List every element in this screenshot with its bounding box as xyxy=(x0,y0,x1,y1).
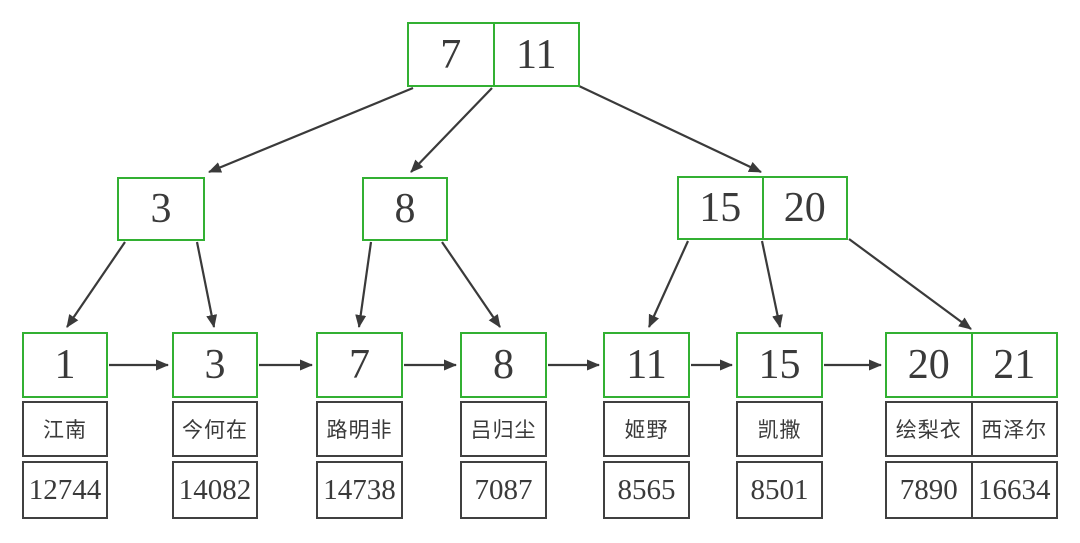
edge-root-to-node3 xyxy=(208,86,414,174)
leaf-key: 11 xyxy=(626,342,667,388)
leaf-value: 8565 xyxy=(617,473,676,506)
edge-node3-to-leaf1 xyxy=(66,241,126,328)
leaf-key: 20 xyxy=(907,342,950,388)
leaf-name-row: 路明非 xyxy=(316,401,403,457)
leaf-value: 16634 xyxy=(970,463,1057,517)
leaf-value: 12744 xyxy=(28,473,102,506)
leaf-value: 8501 xyxy=(750,473,809,506)
leaf-key: 21 xyxy=(970,334,1057,396)
leaf-name: 凯撒 xyxy=(757,418,802,442)
internal-node-15-20: 15 20 xyxy=(677,176,848,240)
leaf-name: 吕归尘 xyxy=(470,418,537,442)
leaf-name-row: 吕归尘 xyxy=(460,401,547,457)
leaf-key: 7 xyxy=(349,342,370,388)
leaf-key-row: 15 xyxy=(736,332,823,398)
leaf-key-row: 1 xyxy=(22,332,108,398)
edge-node15-20-to-leaf20-21 xyxy=(848,238,972,330)
internal-node-8: 8 xyxy=(362,177,448,241)
leaf-name: 姬野 xyxy=(624,418,669,442)
leaf-key-row: 11 xyxy=(603,332,690,398)
root-key-7: 7 xyxy=(440,31,462,78)
leaf-value-row: 8565 xyxy=(603,461,690,519)
leaf-key-row: 3 xyxy=(172,332,258,398)
leaf-value: 14738 xyxy=(323,473,396,506)
leaf-name-row: 绘梨衣 西泽尔 xyxy=(885,401,1058,457)
root-node: 7 11 xyxy=(407,22,580,87)
leaf-value-row: 12744 xyxy=(22,461,108,519)
internal-key-20: 20 xyxy=(761,178,847,238)
leaf-value-row: 7087 xyxy=(460,461,547,519)
edge-node3-to-leaf3 xyxy=(195,241,218,328)
leaf-key-row: 8 xyxy=(460,332,547,398)
leaf-value-row: 8501 xyxy=(736,461,823,519)
internal-key-8: 8 xyxy=(394,186,416,232)
leaf-value: 7890 xyxy=(899,473,958,506)
leaf-name: 绘梨衣 xyxy=(895,418,962,442)
edge-node8-to-leaf8 xyxy=(441,241,501,328)
leaf-node-11: 11 姬野 8565 xyxy=(603,332,690,519)
edge-root-to-node8 xyxy=(410,87,493,173)
leaf-key: 8 xyxy=(493,342,514,388)
leaf-name: 江南 xyxy=(43,418,87,442)
leaf-value-row: 14082 xyxy=(172,461,258,519)
leaf-value-row: 7890 16634 xyxy=(885,461,1058,519)
edge-root-to-node15-20 xyxy=(578,85,762,173)
edge-node15-20-to-leaf15 xyxy=(760,240,783,328)
root-key-11: 11 xyxy=(492,24,579,85)
leaf-value: 14082 xyxy=(178,473,252,506)
leaf-name-row: 凯撒 xyxy=(736,401,823,457)
leaf-name: 今何在 xyxy=(182,418,248,442)
leaf-name-row: 今何在 xyxy=(172,401,258,457)
leaf-value-row: 14738 xyxy=(316,461,403,519)
leaf-name: 西泽尔 xyxy=(970,403,1057,455)
leaf-node-3: 3 今何在 14082 xyxy=(172,332,258,519)
leaf-key-row: 7 xyxy=(316,332,403,398)
edge-node8-to-leaf7 xyxy=(355,241,373,328)
leaf-node-20-21: 20 21 绘梨衣 西泽尔 7890 16634 xyxy=(885,332,1058,519)
internal-key-15: 15 xyxy=(699,185,742,231)
internal-node-3: 3 xyxy=(117,177,205,241)
leaf-key-row: 20 21 xyxy=(885,332,1058,398)
leaf-value: 7087 xyxy=(474,473,533,506)
leaf-name: 路明非 xyxy=(326,418,393,442)
leaf-key: 1 xyxy=(54,342,76,388)
leaf-node-8: 8 吕归尘 7087 xyxy=(460,332,547,519)
leaf-key: 15 xyxy=(758,342,801,388)
internal-key-3: 3 xyxy=(150,186,172,232)
leaf-node-7: 7 路明非 14738 xyxy=(316,332,403,519)
leaf-name-row: 姬野 xyxy=(603,401,690,457)
leaf-node-15: 15 凯撒 8501 xyxy=(736,332,823,519)
leaf-key: 3 xyxy=(204,342,226,388)
edge-node15-20-to-leaf11 xyxy=(647,240,690,328)
leaf-node-1: 1 江南 12744 xyxy=(22,332,108,519)
leaf-name-row: 江南 xyxy=(22,401,108,457)
